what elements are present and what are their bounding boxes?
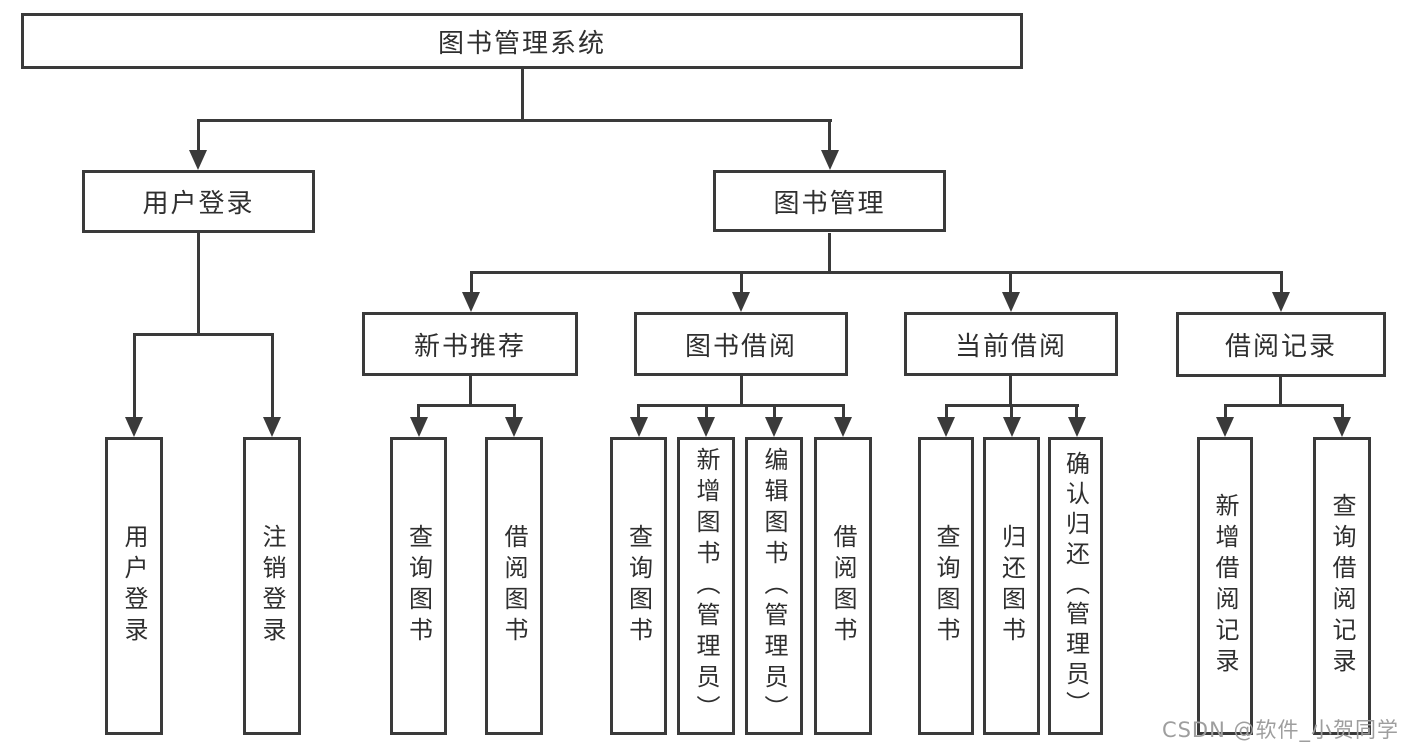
arrowhead-down	[765, 417, 783, 437]
arrowhead-down	[125, 417, 143, 437]
node-current-borrow: 当前借阅	[904, 312, 1118, 376]
connector-line	[1009, 376, 1012, 406]
leaf-query-book-current-label: 查询图书	[932, 524, 960, 648]
arrowhead-down	[732, 292, 750, 312]
connector-line	[417, 404, 516, 407]
arrowhead-down	[697, 417, 715, 437]
node-root: 图书管理系统	[21, 13, 1023, 69]
node-root-label: 图书管理系统	[437, 28, 606, 59]
node-book-management-label: 图书管理	[773, 188, 886, 219]
connector-line	[196, 119, 832, 122]
leaf-borrow-book-recommend: 借阅图书	[485, 437, 543, 735]
node-book-borrow: 图书借阅	[634, 312, 848, 376]
leaf-query-book-recommend: 查询图书	[390, 437, 447, 735]
leaf-query-book-borrow: 查询图书	[610, 437, 667, 735]
connector-line	[772, 404, 776, 419]
leaf-add-book-admin: 新增图书（管理员）	[677, 437, 735, 735]
connector-line	[512, 404, 516, 419]
connector-line	[1279, 376, 1282, 406]
connector-line	[739, 271, 743, 294]
leaf-add-book-admin-label: 新增图书（管理员）	[692, 446, 720, 726]
connector-line	[469, 271, 473, 294]
connector-line	[637, 404, 640, 419]
leaf-edit-book-admin: 编辑图书（管理员）	[745, 437, 803, 735]
leaf-query-borrow-record-label: 查询借阅记录	[1328, 493, 1356, 679]
arrowhead-down	[189, 150, 207, 170]
connector-line	[417, 404, 420, 419]
connector-line	[468, 376, 472, 406]
connector-line	[828, 119, 831, 152]
leaf-return-book-label: 归还图书	[997, 524, 1026, 648]
arrowhead-down	[1333, 417, 1351, 437]
node-borrow-record-label: 借阅记录	[1224, 332, 1337, 362]
node-current-borrow-label: 当前借阅	[954, 331, 1067, 362]
connector-line	[196, 233, 200, 335]
connector-line	[270, 333, 274, 419]
arrowhead-down	[1216, 417, 1234, 437]
connector-line	[1009, 271, 1012, 294]
node-new-book-recommend-label: 新书推荐	[413, 331, 526, 362]
connector-line	[1223, 404, 1227, 419]
leaf-add-borrow-record: 新增借阅记录	[1197, 437, 1253, 735]
arrowhead-down	[834, 417, 852, 437]
arrowhead-down	[1272, 292, 1290, 312]
connector-line	[132, 333, 274, 336]
arrowhead-down	[820, 150, 839, 170]
leaf-borrow-book-recommend-label: 借阅图书	[500, 524, 528, 648]
leaf-confirm-return-admin: 确认归还（管理员）	[1048, 437, 1103, 735]
leaf-logout: 注销登录	[243, 437, 301, 735]
arrowhead-down	[1001, 292, 1020, 312]
connector-line	[1075, 404, 1078, 419]
node-user-login-label: 用户登录	[142, 189, 255, 219]
leaf-query-book-current: 查询图书	[918, 437, 974, 735]
connector-line	[637, 404, 845, 407]
arrowhead-down	[1002, 417, 1021, 437]
connector-line	[944, 404, 948, 419]
leaf-query-borrow-record: 查询借阅记录	[1313, 437, 1371, 735]
arrowhead-down	[263, 417, 281, 437]
leaf-borrow-book-label: 借阅图书	[829, 524, 857, 648]
leaf-add-borrow-record-label: 新增借阅记录	[1211, 493, 1239, 679]
connector-line	[739, 376, 743, 406]
node-user-login: 用户登录	[82, 170, 315, 233]
arrowhead-down	[1067, 417, 1086, 437]
connector-line	[132, 333, 136, 419]
node-borrow-record: 借阅记录	[1176, 312, 1386, 377]
connector-line	[828, 233, 831, 273]
leaf-confirm-return-admin-label: 确认归还（管理员）	[1061, 451, 1090, 721]
arrowhead-down	[409, 417, 428, 437]
connector-line	[196, 119, 200, 152]
node-book-borrow-label: 图书借阅	[684, 331, 797, 362]
node-book-management: 图书管理	[713, 170, 946, 232]
node-new-book-recommend: 新书推荐	[362, 312, 578, 376]
arrowhead-down	[505, 417, 523, 437]
connector-line	[841, 404, 845, 419]
connector-line	[1223, 404, 1344, 407]
leaf-return-book: 归还图书	[983, 437, 1040, 735]
connector-line	[1340, 404, 1344, 419]
leaf-query-book-borrow-label: 查询图书	[624, 524, 653, 648]
watermark: CSDN @软件_小贺同学	[1161, 718, 1399, 742]
leaf-borrow-book: 借阅图书	[814, 437, 872, 735]
arrowhead-down	[462, 292, 480, 312]
leaf-edit-book-admin-label: 编辑图书（管理员）	[760, 446, 788, 726]
leaf-query-book-recommend-label: 查询图书	[404, 524, 433, 648]
connector-line	[469, 271, 1283, 274]
connector-line	[704, 404, 708, 419]
leaf-user-login: 用户登录	[105, 437, 163, 735]
arrowhead-down	[937, 417, 955, 437]
connector-line	[1279, 271, 1283, 294]
arrowhead-down	[629, 417, 648, 437]
connector-line	[520, 68, 524, 120]
connector-line	[1010, 404, 1013, 419]
leaf-logout-label: 注销登录	[258, 524, 286, 648]
leaf-user-login-label: 用户登录	[120, 524, 148, 648]
